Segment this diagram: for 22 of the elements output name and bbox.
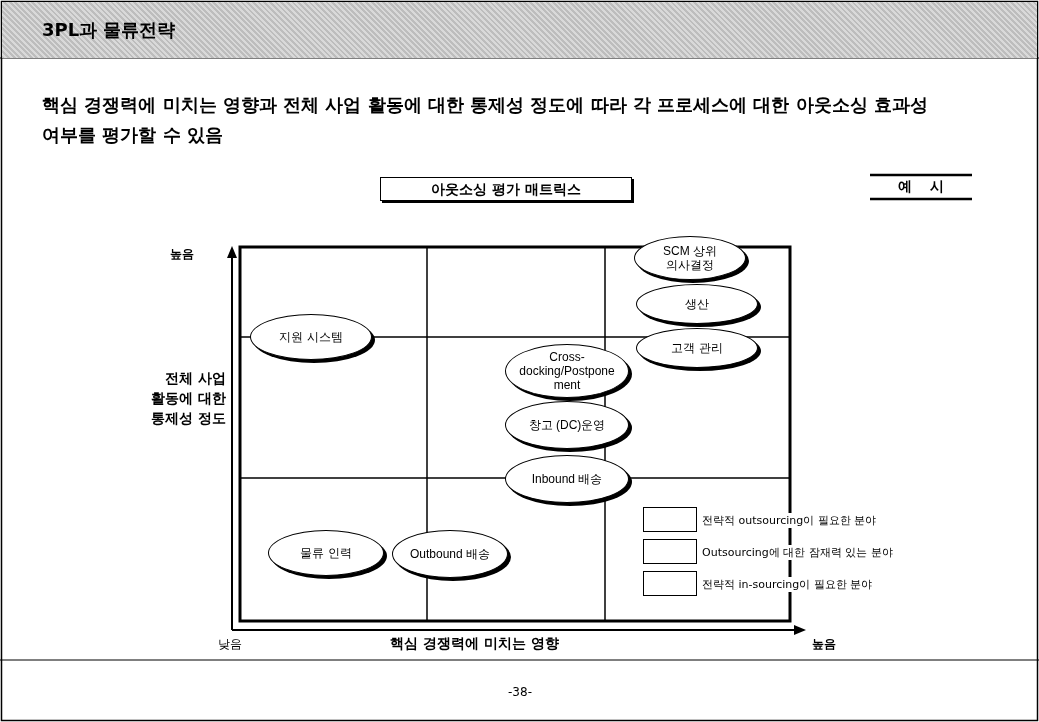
- process-ellipse: 물류 인력: [268, 530, 384, 576]
- axis-label: 낮음: [218, 636, 242, 653]
- legend-text: Outsourcing에 대한 잠재력 있는 분야: [702, 545, 893, 560]
- axis-label: 높음: [170, 246, 194, 263]
- process-ellipse: Inbound 배송: [505, 455, 629, 503]
- legend-text: 전략적 in-sourcing이 필요한 분야: [702, 577, 873, 592]
- page-number: -38-: [507, 685, 533, 699]
- title-box: 아웃소싱 평가 매트릭스: [380, 177, 632, 201]
- axis-label: 높음: [812, 636, 836, 653]
- legend-text: 전략적 outsourcing이 필요한 분야: [702, 513, 877, 528]
- process-ellipse: 지원 시스템: [250, 314, 372, 360]
- process-ellipse: 생산: [636, 284, 758, 324]
- page-title: 3PL과 물류전략: [42, 18, 176, 42]
- process-ellipse: Outbound 배송: [392, 530, 508, 578]
- headline: 핵심 경쟁력에 미치는 영향과 전체 사업 활동에 대한 통제성 정도에 따라 각 프로세스에 대한 아웃소싱 효과성 여부를 평가할 수 있음: [42, 93, 929, 147]
- axis-title: 전체 사업 활동에 대한 통제성 정도: [150, 369, 226, 428]
- process-ellipse: 창고 (DC)운영: [505, 401, 629, 449]
- process-ellipse: Cross-docking/Postponement: [505, 344, 629, 398]
- axis-title: 핵심 경쟁력에 미치는 영향: [390, 635, 559, 653]
- process-ellipse: SCM 상위 의사결정: [634, 236, 746, 280]
- example-tag: 예 시: [870, 178, 972, 196]
- process-ellipse: 고객 관리: [636, 328, 758, 368]
